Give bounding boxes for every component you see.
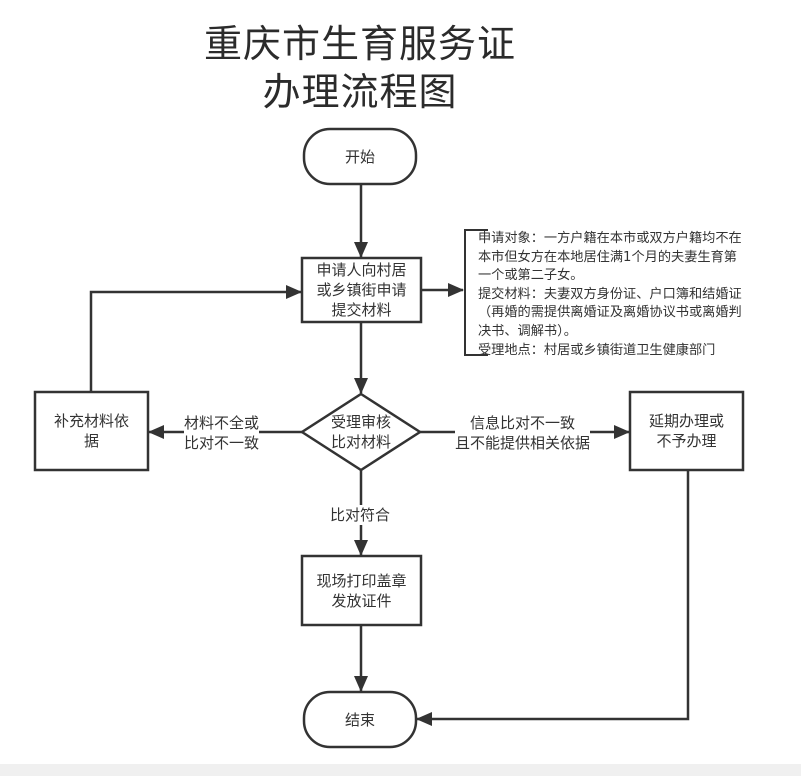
annotation-note: 申请对象：一方户籍在本市或双方户籍均不在 本市但女方在本地居住满1个月的夫妻生育… (478, 230, 778, 360)
delay-process-shape (628, 390, 745, 472)
footer-bar (0, 764, 801, 776)
end-node: 结束 (304, 692, 416, 747)
supplement-node: 补充材料依 据 (35, 392, 148, 470)
start-node-label: 开始 (344, 147, 375, 166)
annotation-line: 受理地点：村居或乡镇街道卫生健康部门 (478, 342, 716, 358)
delay-node-line: 延期办理或 (648, 412, 724, 430)
annotation-line: 提交材料：夫妻双方身份证、户口簿和结婚证 (478, 286, 742, 302)
supplement-node-line: 补充材料依 (53, 412, 129, 430)
annotation-bracket (464, 229, 488, 356)
start-node: 开始 (304, 129, 416, 184)
annotation-line: 决书、调解书）。 (478, 323, 577, 339)
supplement-node-line: 据 (83, 432, 99, 450)
delay-node-line: 不予办理 (656, 432, 717, 450)
diagram-title-line1: 重庆市生育服务证 (203, 22, 516, 66)
review-node-line: 受理审核 (330, 413, 391, 431)
edge-supplement-to-apply (89, 285, 302, 392)
annotation-line: 本市但女方在本地居住满1个月的夫妻生育第 (478, 249, 737, 265)
end-node-label: 结束 (344, 710, 375, 729)
annotation-line: 申请对象：一方户籍在本市或双方户籍均不在 (478, 231, 742, 246)
issue-node-line: 发放证件 (331, 591, 392, 610)
apply-node: 申请人向村居 或乡镇街申请 提交材料 (302, 258, 421, 322)
apply-node-line: 申请人向村居 (316, 261, 407, 279)
review-node-line: 比对材料 (330, 433, 391, 451)
edge-label-mismatch: 信息比对不一致 且不能提供相关依据 (455, 413, 591, 453)
supplement-process-shape (33, 390, 150, 472)
edge-label-line: 且不能提供相关依据 (455, 434, 591, 452)
delay-node: 延期办理或 不予办理 (630, 392, 743, 470)
edge-label-line: 材料不全或 (184, 414, 260, 432)
issue-node-line: 现场打印盖章 (316, 571, 407, 590)
review-decision-node: 受理审核 比对材料 (318, 410, 404, 454)
annotation-line: 一个或第二子女。 (478, 268, 584, 284)
issue-node: 现场打印盖章 发放证件 (302, 556, 421, 625)
edge-delay-to-end (416, 470, 690, 726)
edge-label-line: 信息比对不一致 (470, 414, 576, 432)
annotation-line: （再婚的需提供离婚证及离婚协议书或离婚判 (478, 305, 742, 321)
apply-node-line: 或乡镇街申请 (316, 281, 407, 299)
edge-label-match: 比对符合 (330, 505, 391, 525)
apply-node-line: 提交材料 (331, 301, 392, 319)
edge-label-line: 比对不一致 (184, 434, 260, 452)
diagram-title-line2: 办理流程图 (262, 70, 458, 114)
edge-label-incomplete: 材料不全或 比对不一致 (184, 413, 260, 453)
